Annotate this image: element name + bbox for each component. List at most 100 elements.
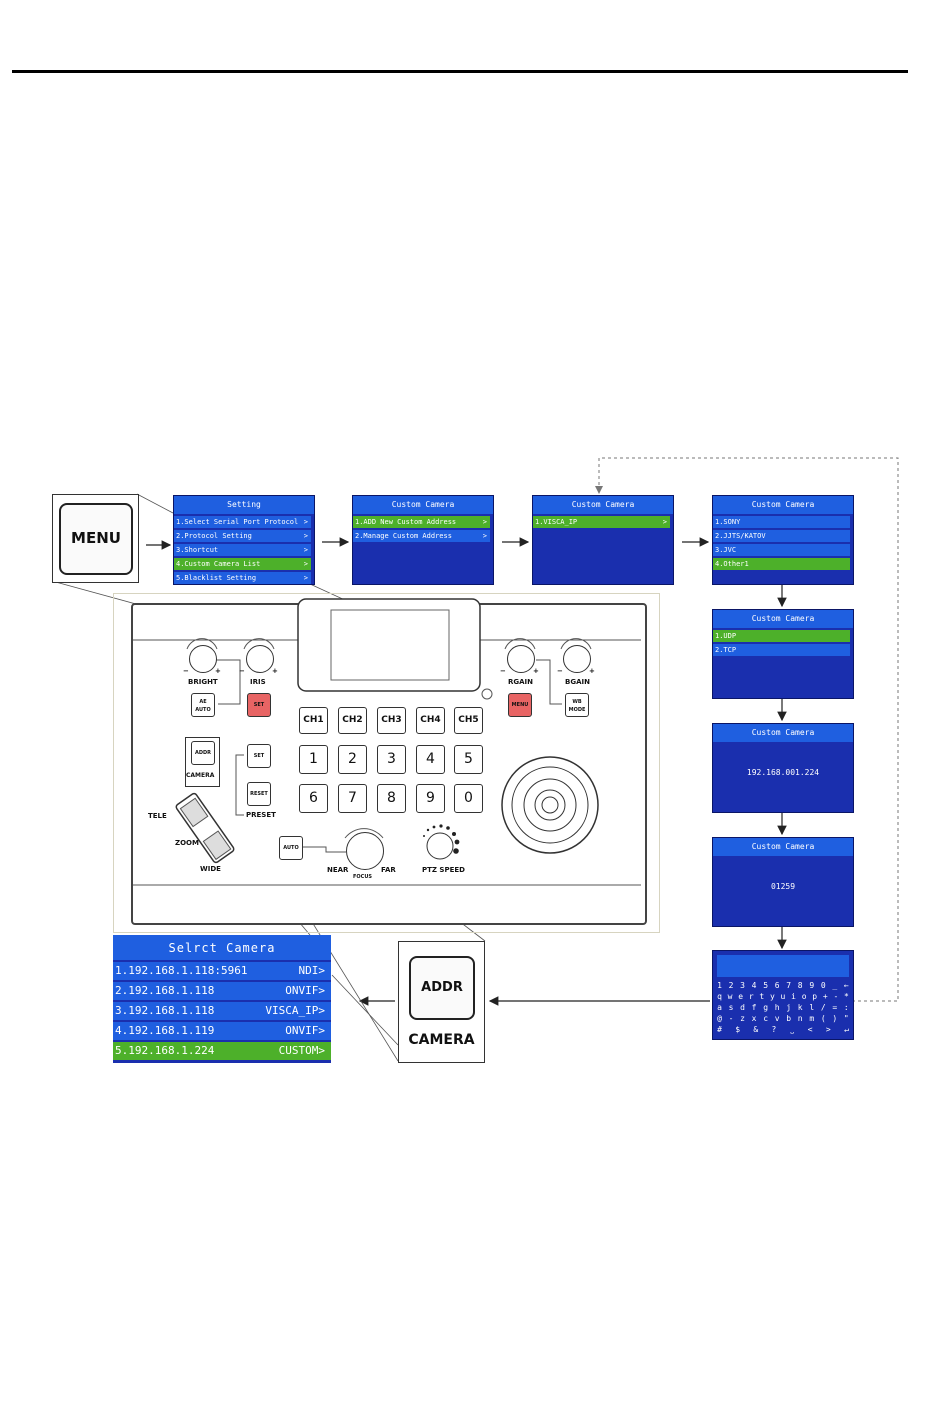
- keyboard-key[interactable]: ": [843, 1014, 849, 1023]
- keyboard-key[interactable]: ): [832, 1014, 838, 1023]
- menu-item[interactable]: 2.Manage Custom Address>: [353, 530, 490, 542]
- keyboard-key[interactable]: t: [759, 992, 765, 1001]
- number-key-0[interactable]: 0: [454, 784, 483, 813]
- keyboard-key[interactable]: #: [717, 1025, 722, 1034]
- keyboard-key[interactable]: <: [807, 1025, 813, 1034]
- keyboard-key[interactable]: m: [809, 1014, 815, 1023]
- keyboard-key[interactable]: c: [763, 1014, 769, 1023]
- keyboard-input-display[interactable]: [717, 955, 849, 977]
- keyboard-key[interactable]: 7: [786, 981, 792, 990]
- preset-set-button[interactable]: SET: [247, 744, 271, 768]
- wb-mode-button[interactable]: WB MODE: [565, 693, 589, 717]
- menu-item[interactable]: 2.TCP: [713, 644, 850, 656]
- keyboard-key[interactable]: x: [751, 1014, 757, 1023]
- ch3-button[interactable]: CH3: [377, 707, 406, 734]
- set-button-red[interactable]: SET: [247, 693, 271, 717]
- number-key-2[interactable]: 2: [338, 745, 367, 774]
- keyboard-key[interactable]: @: [717, 1014, 722, 1023]
- menu-item[interactable]: 2.JJTS/KATOV: [713, 530, 850, 542]
- keyboard-key[interactable]: ⎵: [790, 1025, 794, 1034]
- menu-item[interactable]: 1.Select Serial Port Protocol>: [174, 516, 311, 528]
- menu-item-selected[interactable]: 4.Custom Camera List>: [174, 558, 311, 570]
- keyboard-key[interactable]: s: [728, 1003, 734, 1012]
- keyboard-key[interactable]: i: [791, 992, 796, 1001]
- keyboard-key[interactable]: &: [753, 1025, 759, 1034]
- menu-item-selected[interactable]: 1.VISCA_IP>: [533, 516, 670, 528]
- number-key-6[interactable]: 6: [299, 784, 328, 813]
- menu-item[interactable]: 5.Blacklist Setting>: [174, 572, 311, 584]
- number-key-9[interactable]: 9: [416, 784, 445, 813]
- keyboard-key[interactable]: q: [717, 992, 722, 1001]
- menu-item[interactable]: 2.Protocol Setting>: [174, 530, 311, 542]
- keyboard-key[interactable]: j: [786, 1003, 792, 1012]
- menu-item-selected[interactable]: 1.ADD New Custom Address>: [353, 516, 490, 528]
- ptz-speed-dial[interactable]: [426, 833, 454, 861]
- number-key-5[interactable]: 5: [454, 745, 483, 774]
- keyboard-key[interactable]: *: [844, 992, 849, 1001]
- menu-item-selected[interactable]: 1.UDP: [713, 630, 850, 642]
- keyboard-key[interactable]: 4: [751, 981, 757, 990]
- keyboard-key[interactable]: h: [774, 1003, 780, 1012]
- menu-item[interactable]: 1.SONY: [713, 516, 850, 528]
- keyboard-key[interactable]: ←: [843, 981, 849, 990]
- auto-focus-button[interactable]: AUTO: [279, 836, 303, 860]
- number-key-8[interactable]: 8: [377, 784, 406, 813]
- keyboard-key[interactable]: z: [740, 1014, 745, 1023]
- keyboard-key[interactable]: ?: [771, 1025, 777, 1034]
- keyboard-key[interactable]: (: [820, 1014, 826, 1023]
- menu-item-selected[interactable]: 4.Other1: [713, 558, 850, 570]
- number-key-1[interactable]: 1: [299, 745, 328, 774]
- keyboard-key[interactable]: k: [797, 1003, 803, 1012]
- joystick[interactable]: [501, 757, 599, 855]
- keyboard-key[interactable]: :: [843, 1003, 849, 1012]
- keyboard-key[interactable]: u: [780, 992, 786, 1001]
- keyboard-key[interactable]: f: [751, 1003, 757, 1012]
- zoom-rocker[interactable]: [180, 795, 230, 861]
- keyboard-key[interactable]: -: [833, 992, 839, 1001]
- ch2-button[interactable]: CH2: [338, 707, 367, 734]
- keyboard-key[interactable]: /: [820, 1003, 826, 1012]
- number-key-4[interactable]: 4: [416, 745, 445, 774]
- keyboard-key[interactable]: 3: [740, 981, 745, 990]
- keyboard-key[interactable]: g: [763, 1003, 769, 1012]
- keyboard-key[interactable]: y: [769, 992, 775, 1001]
- menu-item[interactable]: 3.JVC: [713, 544, 850, 556]
- keyboard-key[interactable]: 8: [797, 981, 803, 990]
- keyboard-key[interactable]: d: [740, 1003, 745, 1012]
- ch1-button[interactable]: CH1: [299, 707, 328, 734]
- preset-reset-button[interactable]: RESET: [247, 782, 271, 806]
- bgain-knob[interactable]: [563, 645, 591, 673]
- keyboard-key[interactable]: >: [825, 1025, 831, 1034]
- ae-auto-button[interactable]: AE AUTO: [191, 693, 215, 717]
- keyboard-key[interactable]: -: [728, 1014, 734, 1023]
- keyboard-key[interactable]: 2: [728, 981, 734, 990]
- keyboard-key[interactable]: _: [832, 981, 838, 990]
- keyboard-key[interactable]: o: [801, 992, 807, 1001]
- keyboard-key[interactable]: 9: [809, 981, 815, 990]
- keyboard-key[interactable]: 5: [763, 981, 769, 990]
- number-key-7[interactable]: 7: [338, 784, 367, 813]
- menu-item[interactable]: 3.Shortcut>: [174, 544, 311, 556]
- ch5-button[interactable]: CH5: [454, 707, 483, 734]
- keyboard-key[interactable]: 0: [820, 981, 826, 990]
- keyboard-key[interactable]: v: [774, 1014, 780, 1023]
- focus-knob[interactable]: [346, 832, 384, 870]
- keyboard-key[interactable]: 1: [717, 981, 722, 990]
- keyboard-key[interactable]: r: [748, 992, 754, 1001]
- keyboard-key[interactable]: ↵: [844, 1025, 849, 1034]
- keyboard-key[interactable]: 6: [774, 981, 780, 990]
- keyboard-key[interactable]: =: [832, 1003, 838, 1012]
- keyboard-key[interactable]: p: [812, 992, 818, 1001]
- iris-knob[interactable]: [246, 645, 274, 673]
- keyboard-key[interactable]: e: [738, 992, 744, 1001]
- addr-button[interactable]: ADDR: [191, 741, 215, 765]
- keyboard-key[interactable]: +: [822, 992, 828, 1001]
- bright-knob[interactable]: [189, 645, 217, 673]
- keyboard-key[interactable]: w: [727, 992, 733, 1001]
- number-key-3[interactable]: 3: [377, 745, 406, 774]
